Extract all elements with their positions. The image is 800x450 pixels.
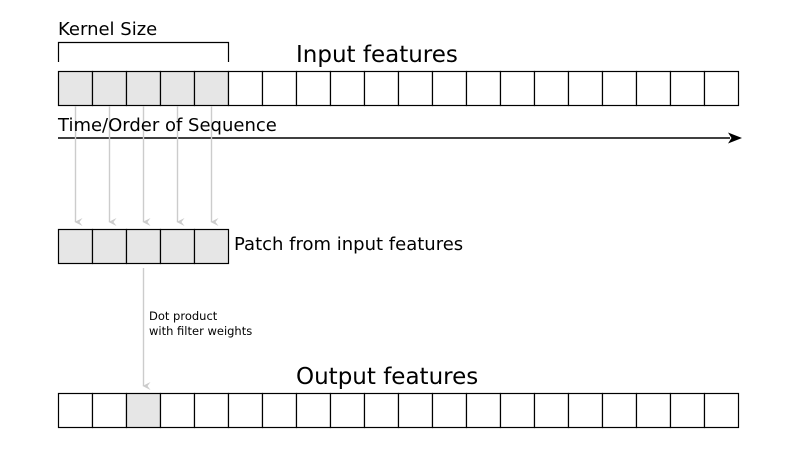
- patch-cell: [125, 228, 162, 265]
- kernel-size-label: Kernel Size: [58, 19, 158, 40]
- patch-cell: [193, 228, 230, 265]
- dot-product-line-2: with filter weights: [149, 324, 253, 338]
- input-feature-cell: [397, 70, 434, 107]
- input-feature-cell: [465, 70, 502, 107]
- output-feature-cell: [601, 392, 638, 429]
- gather-arrows: [74, 106, 219, 226]
- output-feature-cell: [227, 392, 264, 429]
- input-features-row: [57, 70, 740, 107]
- output-feature-cell: [295, 392, 332, 429]
- output-feature-cell: [329, 392, 366, 429]
- kernel-size-bracket: [57, 41, 230, 62]
- time-axis-arrow: [58, 132, 742, 144]
- input-feature-cell: [295, 70, 332, 107]
- input-features-title: Input features: [296, 42, 458, 68]
- input-feature-cell: [57, 70, 94, 107]
- output-feature-cell: [363, 392, 400, 429]
- input-feature-cell: [159, 70, 196, 107]
- output-feature-cell: [159, 392, 196, 429]
- input-feature-cell: [329, 70, 366, 107]
- output-feature-cell: [91, 392, 128, 429]
- patch-label: Patch from input features: [234, 234, 464, 255]
- time-order-label: Time/Order of Sequence: [58, 115, 277, 136]
- output-feature-cell: [567, 392, 604, 429]
- output-feature-cell: [57, 392, 94, 429]
- output-feature-cell: [431, 392, 468, 429]
- output-feature-cell: [465, 392, 502, 429]
- patch-cell: [57, 228, 94, 265]
- output-feature-cell: [397, 392, 434, 429]
- patch-cell: [159, 228, 196, 265]
- output-feature-cell: [669, 392, 706, 429]
- patch-row: [57, 228, 230, 265]
- dot-product-label: Dot product with filter weights: [149, 309, 252, 339]
- input-feature-cell: [261, 70, 298, 107]
- input-feature-cell: [227, 70, 264, 107]
- output-feature-cell: [533, 392, 570, 429]
- output-feature-cell: [635, 392, 672, 429]
- input-feature-cell: [567, 70, 604, 107]
- patch-cell: [91, 228, 128, 265]
- output-features-title: Output features: [296, 364, 479, 390]
- input-feature-cell: [533, 70, 570, 107]
- input-feature-cell: [431, 70, 468, 107]
- input-feature-cell: [635, 70, 672, 107]
- output-feature-cell: [703, 392, 740, 429]
- input-feature-cell: [703, 70, 740, 107]
- input-feature-cell: [363, 70, 400, 107]
- input-feature-cell: [669, 70, 706, 107]
- input-feature-cell: [125, 70, 162, 107]
- output-feature-cell: [499, 392, 536, 429]
- input-feature-cell: [601, 70, 638, 107]
- output-features-row: [57, 392, 740, 429]
- input-feature-cell: [499, 70, 536, 107]
- input-feature-cell: [193, 70, 230, 107]
- output-feature-cell: [261, 392, 298, 429]
- output-feature-cell: [125, 392, 162, 429]
- output-feature-cell: [193, 392, 230, 429]
- dot-product-line-1: Dot product: [149, 309, 218, 323]
- input-feature-cell: [91, 70, 128, 107]
